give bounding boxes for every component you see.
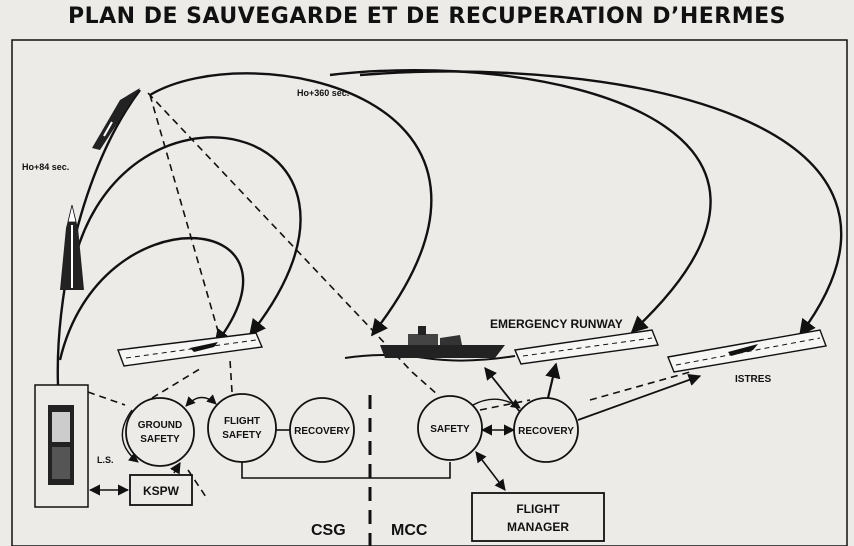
recovery-csg-label: RECOVERY [294,426,350,437]
dashed-line-ground-safety-runway [151,366,204,399]
safety-recovery-arc [472,398,521,409]
recovery-mcc-label: RECOVERY [518,426,574,437]
time-label-84: Ho+84 sec. [22,162,69,172]
time-label-360: Ho+360 sec. [297,88,349,98]
flight-manager-line2: MANAGER [507,520,569,534]
ls-loop [121,409,139,463]
mcc-label: MCC [391,522,428,539]
dashed-line-ship-to-safety [411,371,439,396]
kspw-ground-safety-link [170,462,181,475]
ground-flight-link-top [185,394,217,407]
ground-safety-node [125,397,195,467]
trajectory-arc-launch-site-2 [68,136,302,337]
recovery-to-ship-arrow [484,367,521,413]
recovery-to-emergency-arrow [545,362,561,399]
launch-pad-vehicle [48,405,74,485]
safety-mcc-label: SAFETY [430,424,470,435]
flight-safety-line1: FLIGHT [224,416,260,427]
csg-label: CSG [311,522,346,539]
kspw-box [129,474,193,506]
runway-istres [667,329,827,373]
ground-safety-line1: GROUND [138,420,182,431]
dashed-line-launcher [87,391,126,406]
launch-pad-box [34,384,89,508]
flight-manager-box [471,492,605,542]
runway-launch-site [117,332,264,367]
runway-emergency [513,329,659,365]
dashed-line-recovery-istres [589,371,691,401]
trajectory-arc-ship [149,72,433,337]
recovery-to-istres-arrow [577,373,702,421]
dashed-line-to-launch-site [149,94,223,346]
recovery-ship [344,326,516,362]
ground-safety-line2: SAFETY [140,434,180,445]
istres-label: ISTRES [735,374,771,385]
vehicle-separation [92,88,140,150]
safety-to-flight-manager-link [475,451,506,491]
flight-safety-node [207,393,277,463]
diagram-frame [11,39,848,546]
dashed-line-to-ship [147,92,413,373]
rocket-ascending [60,204,84,290]
flight-safety-line2: SAFETY [222,430,262,441]
ls-label: L.S. [97,455,114,465]
trajectory-arc-emergency-runway [329,68,712,334]
dashed-line-flight-safety-runway [229,359,233,393]
csg-mcc-connector [241,462,451,479]
flight-manager-line1: FLIGHT [516,502,560,516]
trajectory-arc-istres [359,70,843,337]
kspw-label: KSPW [143,484,180,498]
diagram-title: PLAN DE SAUVEGARDE ET DE RECUPERATION D’… [67,4,787,29]
dashed-line-safety-emergency [479,399,531,411]
emergency-runway-label: EMERGENCY RUNWAY [490,317,623,331]
